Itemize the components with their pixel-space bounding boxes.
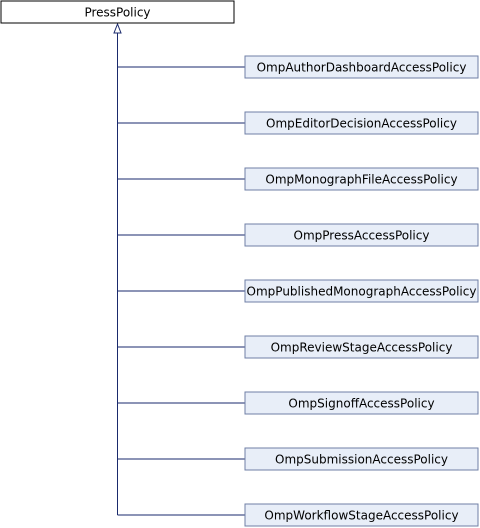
derived-class-label: OmpWorkflowStageAccessPolicy — [264, 509, 458, 523]
derived-class-node[interactable]: OmpSubmissionAccessPolicy — [244, 447, 479, 471]
derived-class-box — [244, 55, 479, 79]
derived-class-node[interactable]: OmpPressAccessPolicy — [244, 223, 479, 247]
derived-class-node[interactable]: OmpReviewStageAccessPolicy — [244, 335, 479, 359]
base-class-node[interactable]: PressPolicy — [0, 0, 235, 24]
derived-class-label: OmpReviewStageAccessPolicy — [271, 341, 453, 355]
derived-class-node[interactable]: OmpEditorDecisionAccessPolicy — [244, 111, 479, 135]
derived-class-label: OmpSubmissionAccessPolicy — [275, 453, 448, 467]
base-class-label: PressPolicy — [84, 6, 150, 20]
derived-class-box — [244, 167, 479, 191]
base-class-box — [0, 0, 235, 24]
derived-class-node[interactable]: OmpWorkflowStageAccessPolicy — [244, 503, 479, 527]
derived-class-node[interactable]: OmpPublishedMonographAccessPolicy — [244, 279, 479, 303]
derived-class-label: OmpAuthorDashboardAccessPolicy — [257, 61, 467, 75]
derived-class-box — [244, 447, 479, 471]
derived-class-box — [244, 279, 479, 303]
derived-class-label: OmpSignoffAccessPolicy — [288, 397, 434, 411]
inheritance-arrowhead — [113, 22, 122, 34]
derived-class-node[interactable]: OmpSignoffAccessPolicy — [244, 391, 479, 415]
inheritance-edges — [113, 22, 245, 516]
derived-class-label: OmpEditorDecisionAccessPolicy — [266, 117, 457, 131]
derived-class-box — [244, 223, 479, 247]
derived-class-nodes: OmpAuthorDashboardAccessPolicyOmpEditorD… — [244, 55, 479, 527]
derived-class-label: OmpPressAccessPolicy — [294, 229, 430, 243]
derived-class-node[interactable]: OmpAuthorDashboardAccessPolicy — [244, 55, 479, 79]
derived-class-box — [244, 111, 479, 135]
derived-class-label: OmpPublishedMonographAccessPolicy — [247, 285, 477, 299]
derived-class-label: OmpMonographFileAccessPolicy — [265, 173, 457, 187]
derived-class-box — [244, 391, 479, 415]
derived-class-box — [244, 335, 479, 359]
derived-class-node[interactable]: OmpMonographFileAccessPolicy — [244, 167, 479, 191]
derived-class-box — [244, 503, 479, 527]
